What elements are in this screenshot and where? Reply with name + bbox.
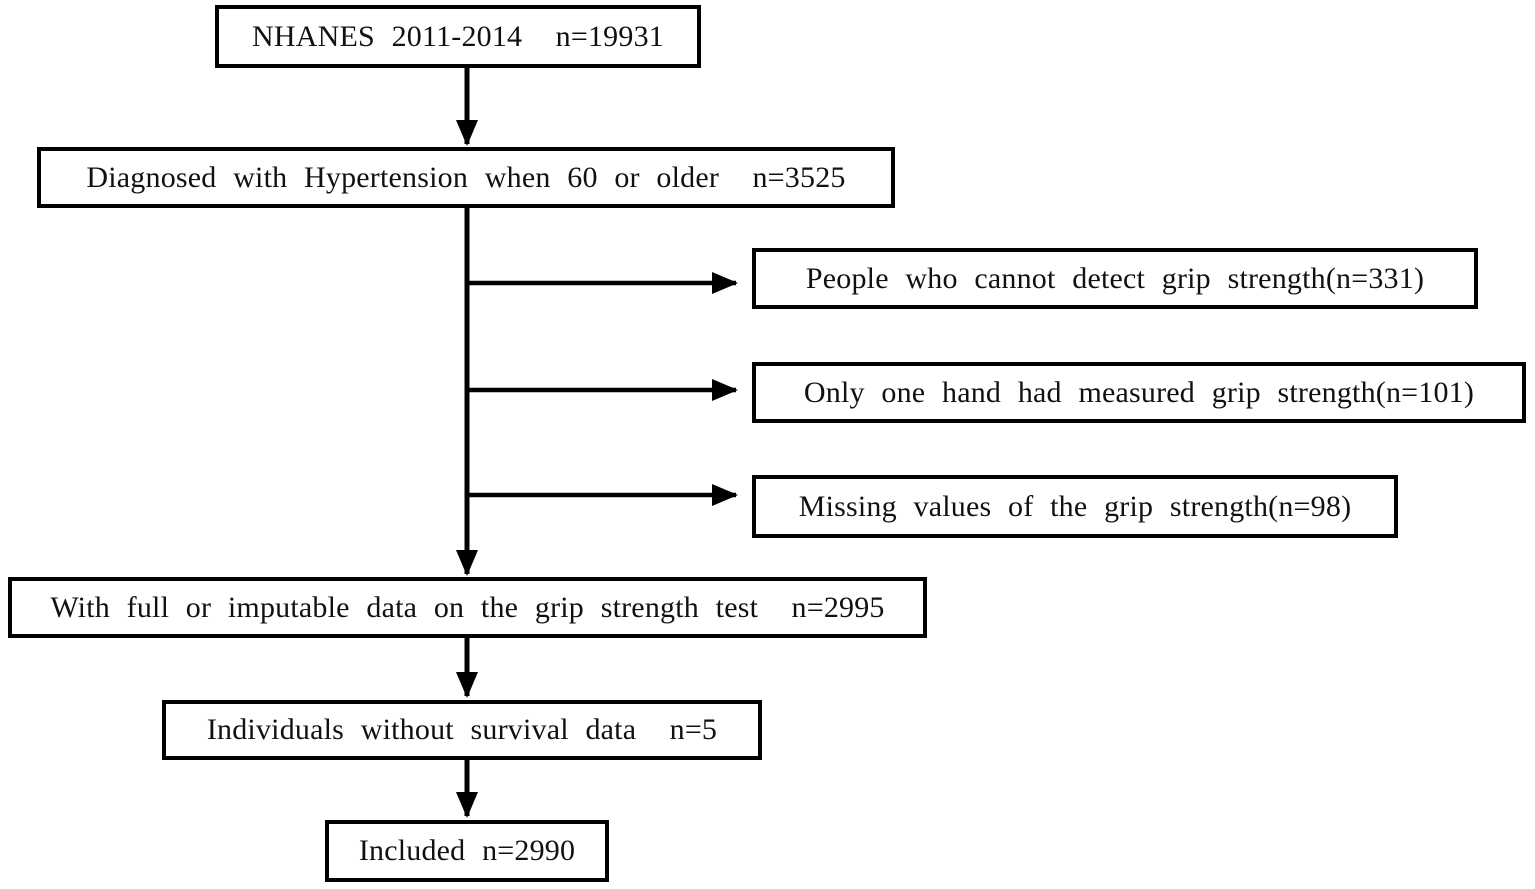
flow-node-excluded-cannot-detect-grip-label: People who cannot detect grip strength(n… <box>805 261 1425 295</box>
flow-node-without-survival-data: Individuals without survival data n=5 <box>162 700 762 760</box>
flow-node-hypertension-diagnosed-label: Diagnosed with Hypertension when 60 or o… <box>86 160 846 194</box>
flow-node-excluded-one-hand-measured: Only one hand had measured grip strength… <box>752 362 1526 423</box>
flow-node-excluded-cannot-detect-grip: People who cannot detect grip strength(n… <box>752 248 1478 309</box>
flow-node-included-final: Included n=2990 <box>325 820 609 882</box>
flow-node-hypertension-diagnosed: Diagnosed with Hypertension when 60 or o… <box>37 147 895 208</box>
flow-node-full-imputable-grip-data-label: With full or imputable data on the grip … <box>50 590 885 624</box>
flow-node-full-imputable-grip-data: With full or imputable data on the grip … <box>8 577 927 638</box>
flow-node-nhanes-cohort: NHANES 2011-2014 n=19931 <box>215 5 701 68</box>
flow-node-included-final-label: Included n=2990 <box>358 834 576 867</box>
flow-node-excluded-one-hand-measured-label: Only one hand had measured grip strength… <box>803 375 1475 409</box>
flow-node-nhanes-cohort-label: NHANES 2011-2014 n=19931 <box>252 19 664 53</box>
flow-node-without-survival-data-label: Individuals without survival data n=5 <box>206 713 718 746</box>
flow-node-excluded-missing-grip-values: Missing values of the grip strength(n=98… <box>752 475 1398 538</box>
flow-node-excluded-missing-grip-values-label: Missing values of the grip strength(n=98… <box>798 489 1352 523</box>
